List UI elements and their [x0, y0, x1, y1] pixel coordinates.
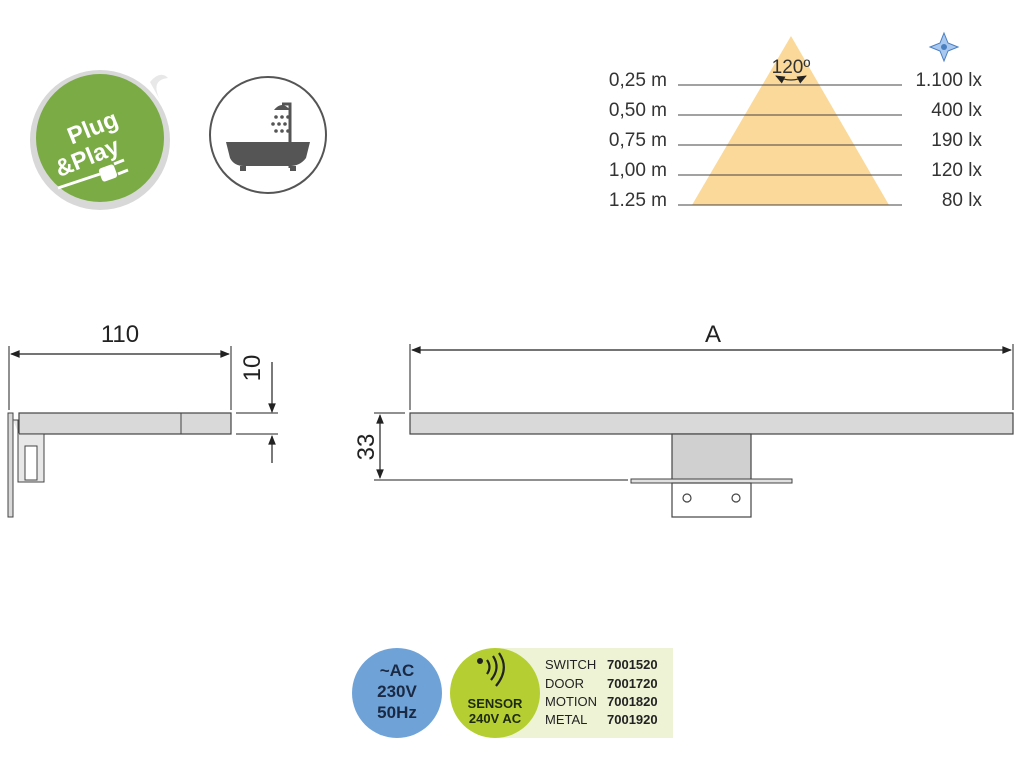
height-dimension-label: 33: [353, 434, 380, 461]
beam-angle-label: 120º: [772, 57, 811, 78]
sensor-code: 7001720: [607, 676, 658, 691]
power-badge: ~AC 230V 50Hz: [352, 648, 442, 738]
sensor-type: SWITCH: [545, 657, 596, 672]
front-profile: [409, 412, 1014, 435]
lux-label: 1.100 lx: [915, 70, 982, 91]
plug-icon: [57, 158, 129, 190]
sensor-table: SWITCH 7001520 DOOR 7001720 MOTION 70018…: [545, 657, 658, 727]
sensor-voltage-label: 240V AC: [469, 711, 522, 726]
sensor-code: 7001520: [607, 657, 658, 672]
sensor-label: SENSOR: [468, 696, 524, 711]
distance-label: 1.25 m: [609, 190, 667, 211]
depth-dimension-label: 110: [101, 321, 139, 348]
sensor-type: DOOR: [545, 676, 584, 691]
sensor-badge: SENSOR 240V AC: [450, 648, 540, 738]
light-star-icon: [928, 31, 960, 63]
wall-bracket: [7, 412, 14, 518]
thickness-dimension-label: 10: [239, 355, 266, 382]
side-profile: [18, 412, 232, 435]
sensor-waves-icon: [477, 652, 505, 687]
power-voltage-label: 230V: [377, 682, 417, 701]
distance-label: 0,25 m: [609, 70, 667, 91]
distance-label: 1,00 m: [609, 160, 667, 181]
length-dimension-label: A: [705, 321, 721, 348]
light-beam-cone: [692, 36, 889, 205]
lux-label: 80 lx: [942, 190, 983, 211]
lux-label: 400 lx: [931, 100, 982, 121]
lux-rows: 0,25 m 0,50 m 0,75 m 1,00 m 1.25 m 1.100…: [609, 70, 983, 211]
power-ac-label: ~AC: [380, 661, 414, 680]
distance-label: 0,50 m: [609, 100, 667, 121]
sensor-type: METAL: [545, 712, 587, 727]
distance-label: 0,75 m: [609, 130, 667, 151]
side-view-drawing: 110 10: [7, 321, 278, 518]
bathtub-shower-icon: [209, 76, 327, 194]
plug-and-play-badge: Plug &Play: [30, 70, 170, 210]
lux-label: 120 lx: [931, 160, 982, 181]
lux-label: 190 lx: [931, 130, 982, 151]
sensor-code: 7001820: [607, 694, 658, 709]
sensor-type: MOTION: [545, 694, 597, 709]
beam-angle-arc: [775, 75, 807, 84]
front-view-drawing: A 33: [353, 321, 1014, 518]
light-distribution-diagram: 120º 0,25 m 0,50 m 0,75 m 1,00 m 1.25 m …: [609, 31, 983, 211]
power-frequency-label: 50Hz: [377, 703, 417, 722]
mounting-box: [671, 433, 752, 481]
sensor-code: 7001920: [607, 712, 658, 727]
mounting-plate: [630, 478, 793, 484]
